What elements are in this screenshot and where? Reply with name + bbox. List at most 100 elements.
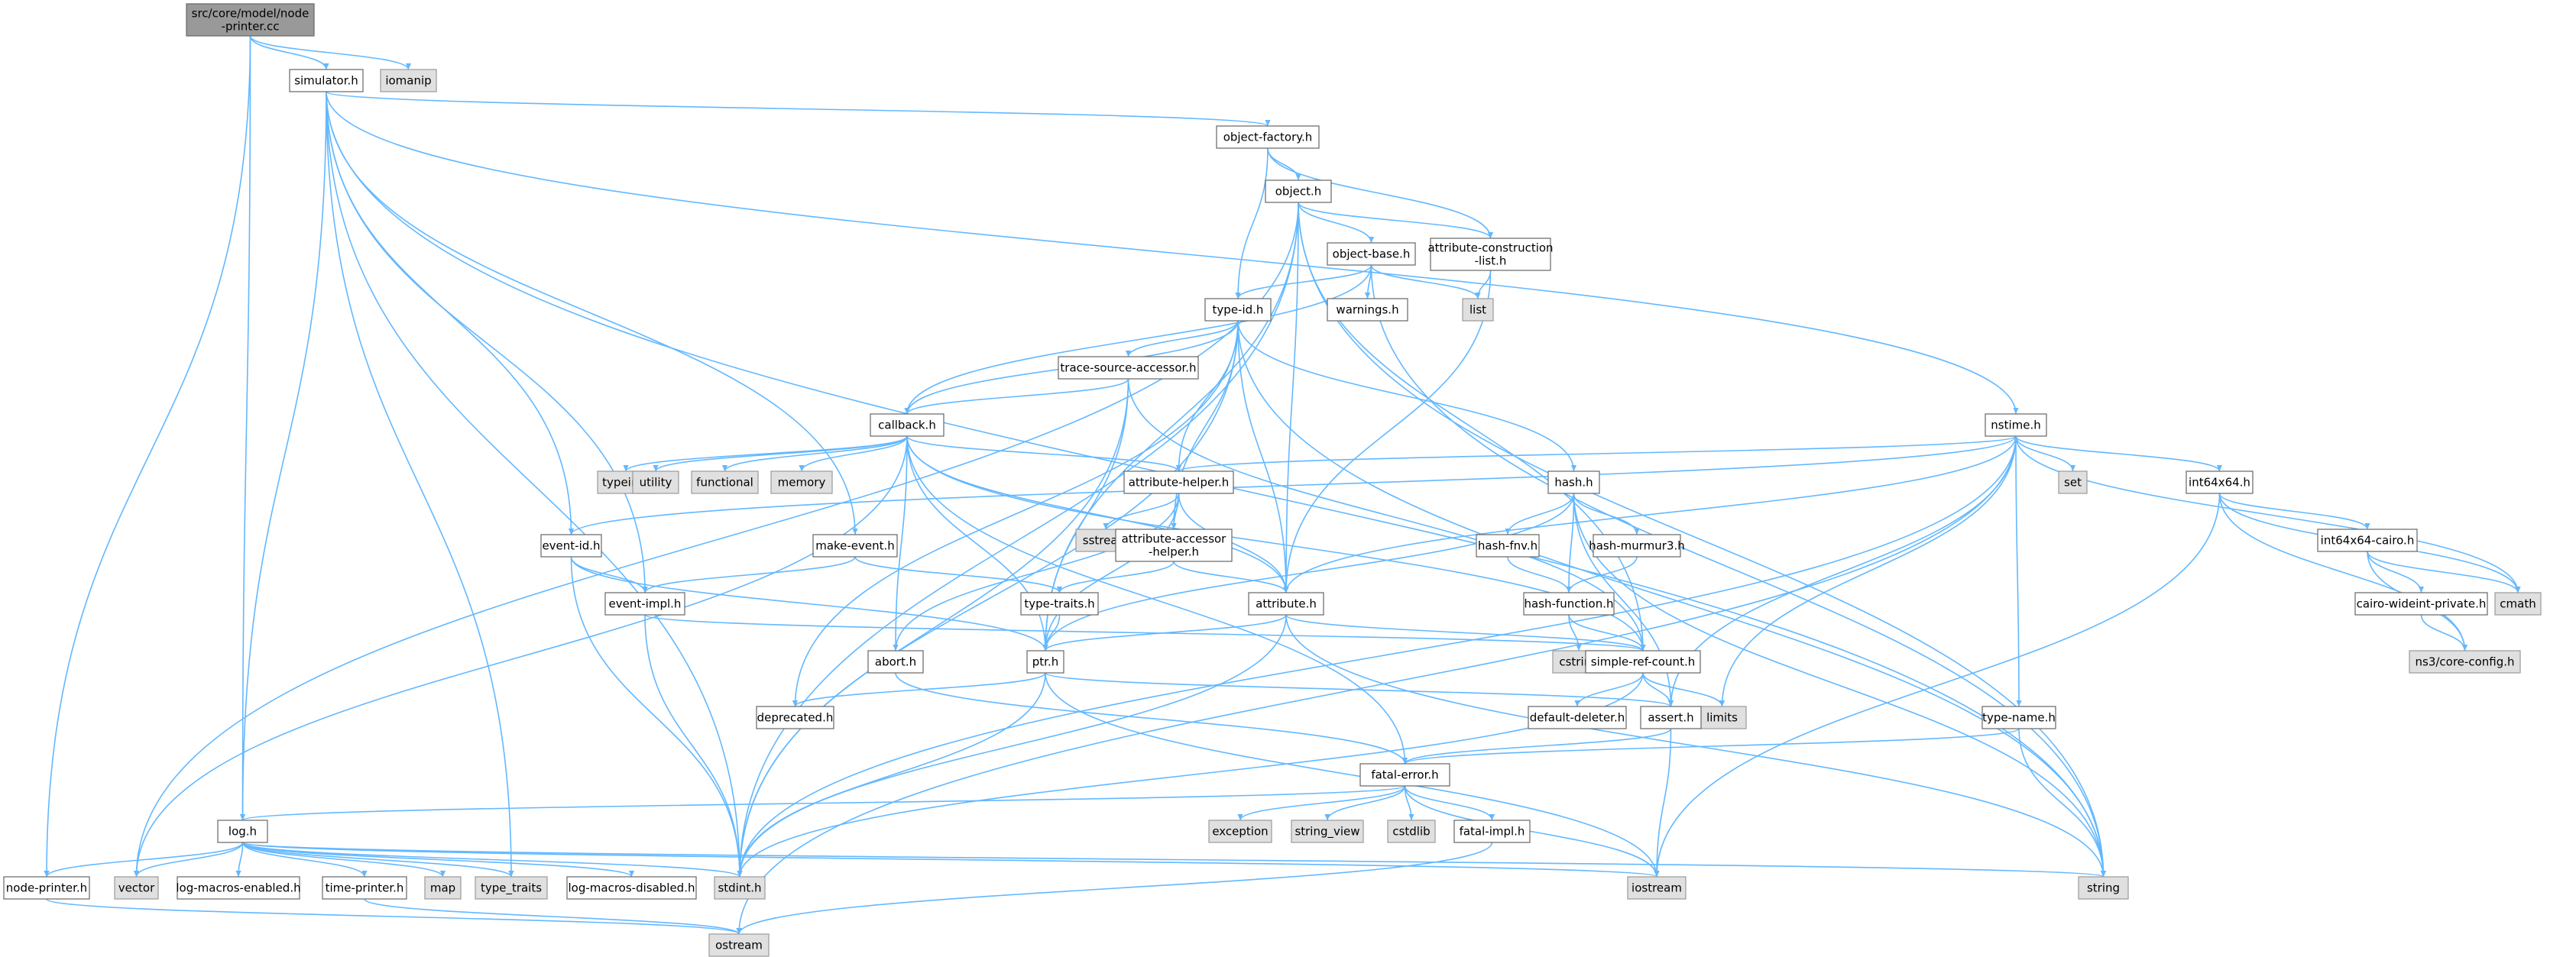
edge-event-impl-to-simple-ref xyxy=(644,614,1644,651)
node-deprecated[interactable]: deprecated.h xyxy=(756,706,834,729)
arrowhead-simulator-to-nstime xyxy=(2013,408,2019,414)
node-box-functional xyxy=(691,470,759,494)
node-warnings[interactable]: warnings.h xyxy=(1327,298,1408,322)
node-label-int64x64: int64x64.h xyxy=(2189,476,2250,490)
arrowhead-time-printer-to-ostream xyxy=(736,928,742,934)
node-log-disabled[interactable]: log-macros-disabled.h xyxy=(566,876,697,900)
edge-root-to-simulator xyxy=(249,35,327,70)
node-box-event-impl xyxy=(604,592,685,616)
node-object-factory[interactable]: object-factory.h xyxy=(1216,125,1320,149)
node-label-attr-accessor: -helper.h xyxy=(1149,545,1199,559)
node-box-assert xyxy=(1640,706,1702,729)
node-label-type-traits-h: type-traits.h xyxy=(1024,597,1094,611)
node-simple-ref[interactable]: simple-ref-count.h xyxy=(1585,650,1701,674)
node-label-fatal-impl: fatal-impl.h xyxy=(1460,825,1525,839)
node-label-event-id: event-id.h xyxy=(542,539,600,553)
node-label-nstime: nstime.h xyxy=(1991,419,2041,432)
node-callback[interactable]: callback.h xyxy=(870,413,945,437)
node-hash[interactable]: hash.h xyxy=(1547,470,1600,494)
edge-ptr-to-deprecated xyxy=(794,672,1046,707)
node-hash-fnv[interactable]: hash-fnv.h xyxy=(1476,534,1540,558)
arrowhead-log-to-iostream xyxy=(1654,871,1660,877)
node-box-attr-helper xyxy=(1123,470,1234,494)
node-label-object: object.h xyxy=(1275,185,1322,199)
node-attr-helper[interactable]: attribute-helper.h xyxy=(1123,470,1234,494)
node-fatal-impl[interactable]: fatal-impl.h xyxy=(1453,820,1531,843)
node-hash-function[interactable]: hash-function.h xyxy=(1523,592,1615,616)
node-ns3-config: ns3/core-config.h xyxy=(2409,650,2521,674)
node-box-iostream xyxy=(1627,876,1687,900)
arrowhead-log-to-map xyxy=(439,871,446,877)
dependency-edges xyxy=(44,35,2521,935)
node-label-string-view: string_view xyxy=(1294,825,1359,839)
node-box-deprecated xyxy=(756,706,834,729)
node-nstime[interactable]: nstime.h xyxy=(1985,413,2047,437)
arrowhead-nstime-to-event-id xyxy=(568,529,575,535)
node-label-trace-source: trace-source-accessor.h xyxy=(1060,361,1196,375)
node-type-id[interactable]: type-id.h xyxy=(1204,298,1272,322)
node-log[interactable]: log.h xyxy=(217,820,268,843)
node-root[interactable]: src/core/model/node-printer.cc xyxy=(186,3,315,37)
node-time-printer[interactable]: time-printer.h xyxy=(322,876,407,900)
node-int64x64[interactable]: int64x64.h xyxy=(2186,470,2254,494)
edge-object-to-object-base xyxy=(1298,202,1372,244)
node-box-fatal-impl xyxy=(1453,820,1531,843)
node-box-ostream xyxy=(708,933,770,957)
arrowhead-nstime-to-int64x64 xyxy=(2216,465,2223,471)
node-type-traits-h[interactable]: type-traits.h xyxy=(1020,592,1099,616)
edge-root-to-log xyxy=(241,35,251,821)
node-node-printer[interactable]: node-printer.h xyxy=(3,876,90,900)
node-event-id[interactable]: event-id.h xyxy=(540,534,602,558)
node-object[interactable]: object.h xyxy=(1265,179,1332,203)
arrowhead-simple-ref-to-default-deleter xyxy=(1574,700,1580,706)
edge-callback-to-attr-helper xyxy=(906,435,1180,472)
node-log-enabled[interactable]: log-macros-enabled.h xyxy=(176,876,301,900)
node-simulator[interactable]: simulator.h xyxy=(289,69,364,92)
node-assert[interactable]: assert.h xyxy=(1640,706,1702,729)
arrowhead-object-base-to-type-id xyxy=(1235,293,1241,299)
node-label-ostream: ostream xyxy=(715,939,763,952)
arrowhead-simulator-to-make-event xyxy=(852,529,858,535)
edge-log-to-vector xyxy=(135,842,244,878)
node-object-base[interactable]: object-base.h xyxy=(1327,242,1416,266)
node-box-list xyxy=(1462,298,1494,322)
node-label-ns3-config: ns3/core-config.h xyxy=(2416,655,2515,669)
node-ptr[interactable]: ptr.h xyxy=(1026,650,1064,674)
node-abort[interactable]: abort.h xyxy=(867,650,924,674)
edge-object-to-attr-constr xyxy=(1298,202,1492,239)
node-attr-constr[interactable]: attribute-construction-list.h xyxy=(1427,238,1554,271)
edge-type-name-to-fatal-error xyxy=(1404,728,2020,765)
edge-object-factory-to-type-id xyxy=(1237,147,1269,299)
node-cairo-wideint[interactable]: cairo-wideint-private.h xyxy=(2354,592,2488,616)
node-event-impl[interactable]: event-impl.h xyxy=(604,592,685,616)
arrowhead-type-id-to-hash xyxy=(1570,465,1577,471)
arrowhead-nstime-to-assert xyxy=(1667,700,1674,706)
edge-object-to-attribute xyxy=(1285,202,1299,593)
node-label-attr-helper: attribute-helper.h xyxy=(1129,476,1230,490)
node-int64x64-cairo[interactable]: int64x64-cairo.h xyxy=(2317,529,2418,552)
node-box-hash-murmur xyxy=(1593,534,1681,558)
node-label-attribute: attribute.h xyxy=(1256,597,1317,611)
node-type-name[interactable]: type-name.h xyxy=(1981,706,2056,729)
arrowhead-make-event-to-type-traits-h xyxy=(1056,587,1063,593)
node-box-string xyxy=(2078,876,2129,900)
edge-make-event-to-event-impl xyxy=(644,556,856,593)
node-label-list: list xyxy=(1469,303,1486,317)
edge-attr-helper-to-sstream xyxy=(1105,493,1180,530)
edge-fatal-error-to-string-view xyxy=(1327,785,1406,821)
node-cstdlib: cstdlib xyxy=(1387,820,1436,843)
edge-ptr-to-assert xyxy=(1045,672,1672,707)
node-trace-source[interactable]: trace-source-accessor.h xyxy=(1058,356,1199,380)
node-make-event[interactable]: make-event.h xyxy=(812,534,898,558)
node-hash-murmur[interactable]: hash-murmur3.h xyxy=(1589,534,1685,558)
node-fatal-error[interactable]: fatal-error.h xyxy=(1359,763,1450,787)
node-attr-accessor[interactable]: attribute-accessor-helper.h xyxy=(1115,529,1233,562)
node-box-vector xyxy=(114,876,159,900)
node-box-object-base xyxy=(1327,242,1416,266)
node-box-iomanip xyxy=(380,69,437,92)
node-attribute[interactable]: attribute.h xyxy=(1248,592,1324,616)
edge-attr-constr-to-attribute xyxy=(1285,270,1492,593)
node-default-deleter[interactable]: default-deleter.h xyxy=(1528,706,1627,729)
node-box-stdint xyxy=(714,876,766,900)
edge-assert-to-fatal-error xyxy=(1404,728,1672,765)
